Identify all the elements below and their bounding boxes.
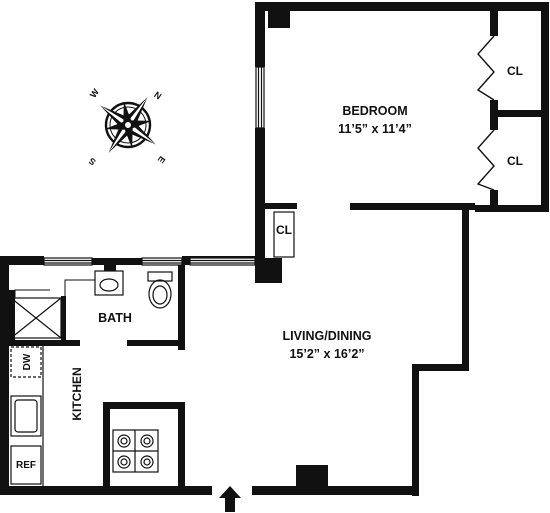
wall-bath-bottom-right xyxy=(127,340,185,346)
wall-bottom-left xyxy=(2,486,212,495)
wall-bottom-pillar xyxy=(296,465,328,490)
bedroom-name: BEDROOM xyxy=(342,104,407,118)
dishwasher-label: DW xyxy=(22,353,33,370)
wall-closet-divider xyxy=(490,110,548,117)
closet-doors xyxy=(476,35,495,191)
closet-door-lower xyxy=(476,129,495,191)
compass-n: N xyxy=(152,90,163,102)
bath-name: BATH xyxy=(98,311,132,325)
wall-kitchen-partition-right xyxy=(178,402,185,490)
wall-hall-closet-top xyxy=(262,203,297,209)
kitchen-sink xyxy=(10,395,42,437)
wall-bedroom-top xyxy=(255,2,548,11)
window-bedroom xyxy=(255,66,265,129)
window-right xyxy=(141,257,183,266)
wall-left-outer xyxy=(0,256,9,495)
wall-living-right-lower xyxy=(412,364,419,496)
wall-closet-left-top xyxy=(490,10,498,36)
wall-top-mid-block xyxy=(92,258,142,265)
stove xyxy=(112,429,159,473)
hall-closet xyxy=(273,211,295,258)
bath-fixtures xyxy=(10,265,173,340)
wall-bath-bottom-left xyxy=(2,340,80,346)
windows xyxy=(43,66,265,266)
wall-bottom-right xyxy=(252,486,419,495)
wall-bedroom-left-upper xyxy=(255,2,265,67)
wall-top-left xyxy=(0,256,44,265)
compass-s: S xyxy=(87,156,98,168)
wall-closet-left-bot xyxy=(490,190,498,212)
wall-kitchen-partition-top xyxy=(103,402,185,409)
bedroom-size: 11’5” x 11’4” xyxy=(338,122,412,136)
toilet-bowl xyxy=(148,279,172,309)
living-name: LIVING/DINING xyxy=(283,329,372,343)
closet-door-upper xyxy=(476,35,495,101)
entry-arrow-icon xyxy=(219,486,241,512)
wall-living-right-upper xyxy=(462,205,469,370)
wall-bedroom-right xyxy=(541,2,549,212)
wall-closet-bottom xyxy=(475,205,549,212)
compass-w: W xyxy=(88,87,101,100)
wall-inner-post xyxy=(268,10,290,28)
wall-bedroom-bottom-right xyxy=(350,203,475,210)
window-bathroom xyxy=(189,257,256,266)
shower-edge xyxy=(61,296,66,340)
compass-rose-icon: N E S W xyxy=(87,87,168,168)
dishwasher xyxy=(10,346,42,378)
closet-hall-label: CL xyxy=(276,223,292,237)
closet-lower-label: CL xyxy=(507,154,523,168)
wall-bath-right xyxy=(178,262,185,350)
closet-upper-label: CL xyxy=(507,64,523,78)
compass-e: E xyxy=(156,154,168,165)
window-left xyxy=(43,257,93,266)
living-size: 15’2” x 16’2” xyxy=(289,347,364,361)
kitchen-fixtures xyxy=(10,344,159,488)
refrigerator xyxy=(10,445,42,485)
kitchen-name: KITCHEN xyxy=(70,367,84,420)
wall-kitchen-partition-left xyxy=(103,402,110,490)
wall-living-step xyxy=(412,364,469,371)
fridge-label: REF xyxy=(16,460,36,471)
wall-bedroom-left-lower xyxy=(255,128,265,282)
toilet-tank xyxy=(147,271,173,282)
